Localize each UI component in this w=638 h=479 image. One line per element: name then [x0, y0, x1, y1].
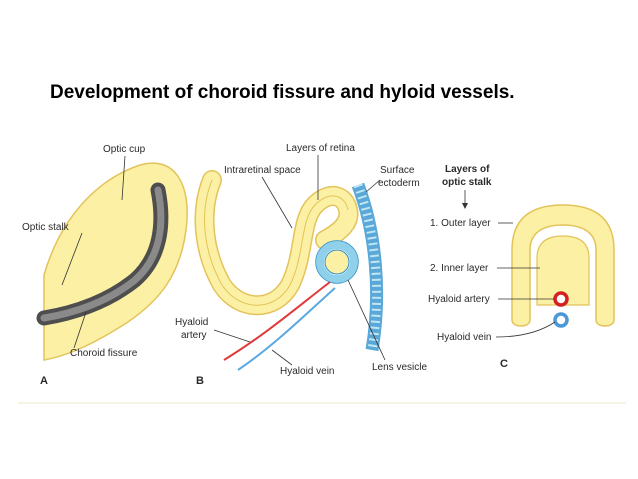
outer-layer-shape: [511, 204, 615, 327]
lens-vesicle-lumen: [324, 249, 350, 275]
label-lens-vesicle: Lens vesicle: [372, 362, 427, 373]
label-hyaloid-artery: Hyaloid artery: [428, 294, 490, 305]
intraretinal-space-line: [204, 179, 349, 306]
leader-surface-ectoderm: [365, 179, 381, 193]
leader-hyaloid-artery: [213, 329, 251, 343]
label-optic-stalk: Optic stalk: [22, 222, 70, 233]
choroid-fissure-highlight: [40, 186, 165, 322]
panel-label-c: C: [500, 358, 508, 370]
panel-label-a: A: [40, 375, 48, 387]
label-hyaloid-artery-1: Hyaloid: [175, 317, 208, 328]
label-surface-ectoderm-2: ectoderm: [378, 178, 420, 189]
inner-layer-shape: [536, 235, 590, 306]
arrow-down-icon: [462, 203, 468, 209]
label-layers-of-optic-stalk-2: optic stalk: [442, 177, 492, 188]
leader-lens-vesicle: [347, 279, 386, 361]
panel-a: Optic cup Optic stalk Choroid fissure A: [22, 144, 188, 387]
panel-b: Layers of retina Intraretinal space Surf…: [175, 143, 427, 387]
leader-intraretinal-space: [261, 176, 293, 229]
leader-optic-stalk: [61, 232, 83, 286]
label-choroid-fissure: Choroid fissure: [70, 348, 138, 359]
label-hyaloid-artery-2: artery: [181, 330, 207, 341]
panel-label-b: B: [196, 375, 204, 387]
label-hyaloid-vein: Hyaloid vein: [280, 366, 334, 377]
hyaloid-artery-vessel: [223, 281, 331, 361]
label-optic-cup: Optic cup: [103, 144, 146, 155]
leader-hyaloid-vein-c: [495, 321, 556, 338]
label-intraretinal-space: Intraretinal space: [224, 165, 301, 176]
leader-hyaloid-vein: [271, 349, 293, 366]
retina-layers-fill: [196, 171, 357, 314]
hyaloid-artery-section: [553, 291, 569, 307]
label-outer-layer: 1. Outer layer: [430, 218, 491, 229]
hyaloid-vein-section: [553, 312, 569, 328]
label-inner-layer: 2. Inner layer: [430, 263, 489, 274]
label-surface-ectoderm-1: Surface: [380, 165, 415, 176]
label-hyaloid-vein-c: Hyaloid vein: [437, 332, 491, 343]
label-layers-of-optic-stalk-1: Layers of: [445, 164, 490, 175]
label-layers-of-retina: Layers of retina: [286, 143, 355, 154]
panel-c: Layers of optic stalk 1. Outer layer 2. …: [428, 164, 615, 370]
leader-choroid-fissure: [73, 311, 87, 349]
leader-optic-cup: [121, 155, 126, 201]
lens-vesicle-wall: [316, 241, 358, 283]
slide-title: Development of choroid fissure and hyloi…: [50, 82, 515, 103]
surface-ectoderm-inner: [353, 183, 382, 351]
hyaloid-vein-vessel: [237, 287, 336, 371]
